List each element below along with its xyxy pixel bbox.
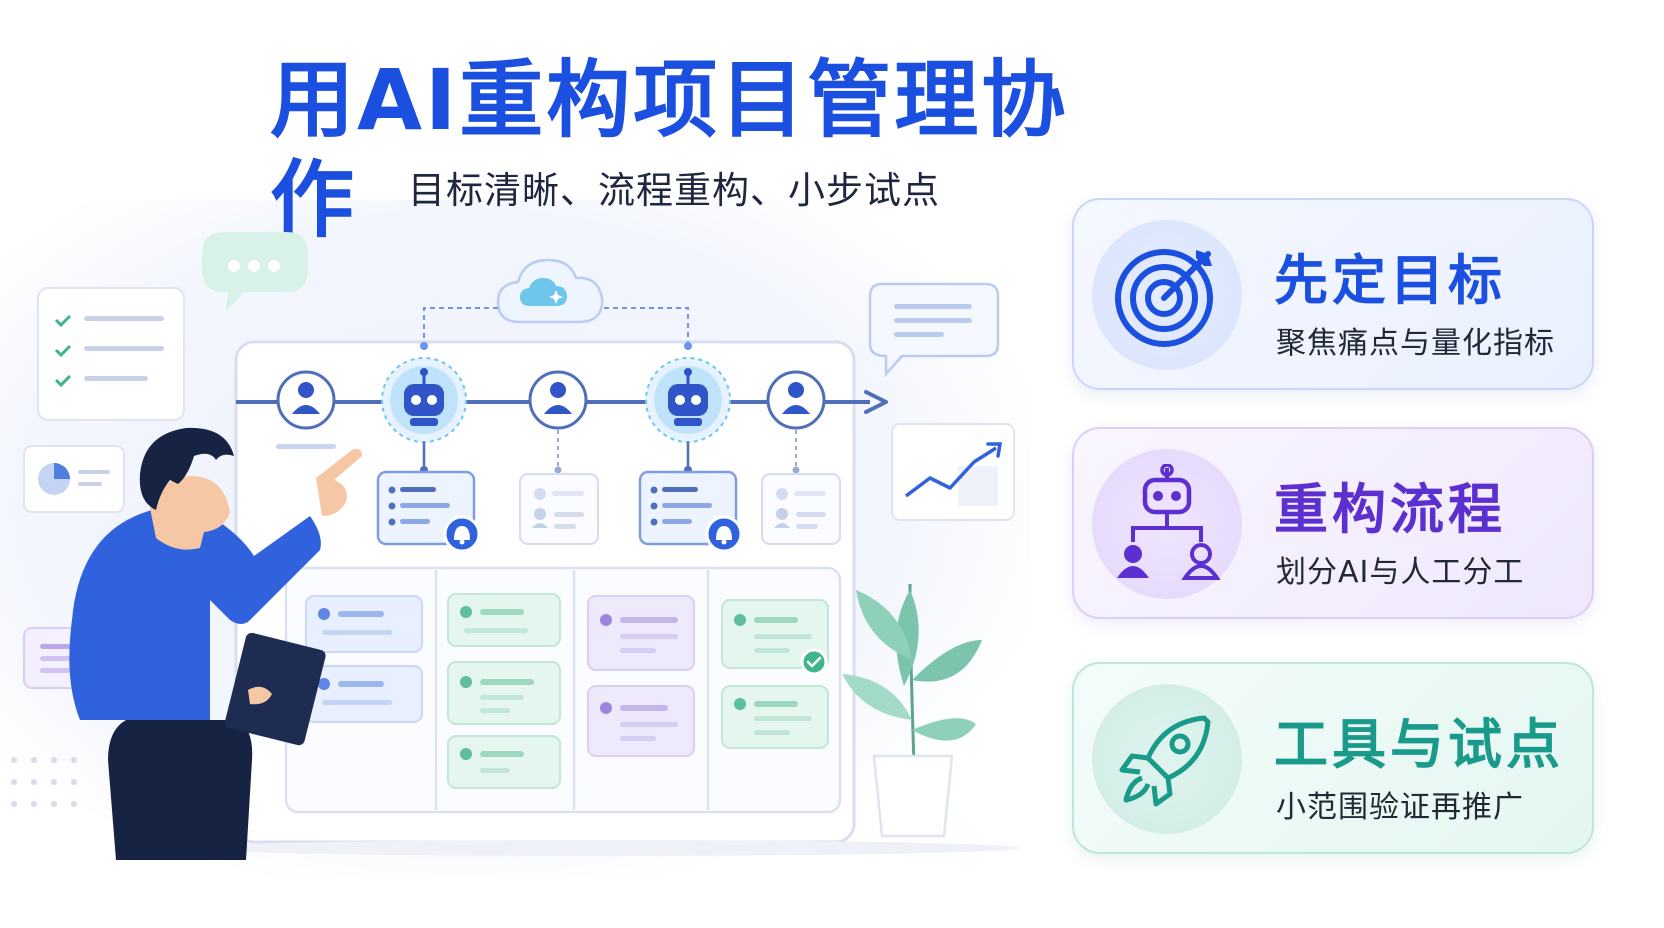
kanban-card (721, 599, 829, 669)
card-title: 重构流程 (1274, 478, 1506, 541)
kanban-card (721, 685, 829, 749)
kanban-card (447, 593, 561, 647)
presenter-illustration (69, 427, 362, 860)
plant-illustration (842, 583, 982, 838)
task-card (761, 473, 841, 545)
chat-bubble-icon (202, 232, 308, 312)
page-title: 用AI重构项目管理协作 (270, 51, 1069, 249)
kanban-card (587, 595, 695, 671)
trend-chart-card (891, 423, 1015, 521)
robot-node (645, 357, 731, 443)
pie-chart-card (23, 445, 125, 513)
card-desc: 聚焦痛点与量化指标 (1276, 326, 1555, 361)
kanban-card (305, 665, 423, 723)
card-tools-pilot: 工具与试点 小范围验证再推广 (1072, 662, 1594, 854)
person-node (528, 370, 588, 430)
page-subtitle: 目标清晰、流程重构、小步试点 (408, 169, 940, 212)
card-title: 工具与试点 (1274, 713, 1564, 776)
kanban-card (447, 661, 561, 725)
robot-node (381, 357, 467, 443)
robot-org-icon-circle (1092, 449, 1242, 599)
checklist-card (37, 287, 185, 421)
card-desc: 划分AI与人工分工 (1276, 555, 1525, 590)
kanban-card (587, 685, 695, 757)
task-card (519, 473, 599, 545)
target-icon-circle (1092, 220, 1242, 370)
card-title: 先定目标 (1274, 249, 1506, 312)
speech-bubble-icon (868, 282, 1000, 378)
person-node (766, 370, 826, 430)
card-desc: 小范围验证再推广 (1276, 790, 1524, 825)
bell-badge-icon (443, 515, 481, 553)
rocket-icon-circle (1092, 684, 1242, 834)
workflow-illustration (11, 232, 1020, 860)
decorative-dots (11, 757, 77, 807)
target-icon (1115, 249, 1213, 347)
robot-org-icon (1117, 464, 1221, 580)
cloud-icon (496, 258, 604, 324)
rocket-icon (1119, 715, 1211, 807)
kanban-card (305, 595, 423, 653)
check-badge-icon (800, 648, 828, 676)
bell-badge-icon (705, 515, 743, 553)
card-restructure-process: 重构流程 划分AI与人工分工 (1072, 427, 1594, 619)
kanban-card (447, 735, 561, 789)
person-node (276, 370, 336, 430)
card-set-goals: 先定目标 聚焦痛点与量化指标 (1072, 198, 1594, 390)
